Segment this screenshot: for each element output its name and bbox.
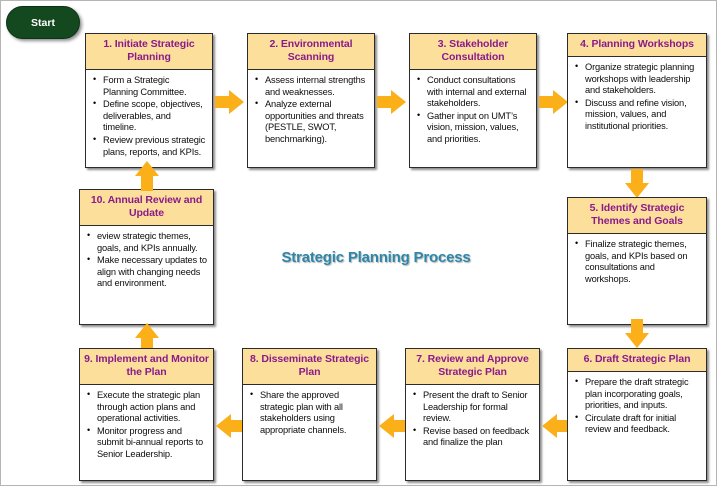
process-node-9[interactable]: 9. Implement and Monitor the Plan Execut…: [79, 348, 214, 481]
process-node-3-title: 3. Stakeholder Consultation: [410, 34, 536, 70]
process-node-6-bullets: Prepare the draft strategic plan incorpo…: [568, 372, 706, 480]
bullet-item: Organize strategic planning workshops wi…: [575, 61, 700, 97]
process-node-7-title: 7. Review and Approve Strategic Plan: [406, 349, 539, 385]
bullet-item: Gather input on UMT’s vision, mission, v…: [417, 110, 530, 146]
process-node-1[interactable]: 1. Initiate Strategic Planning Form a St…: [85, 33, 213, 168]
bullet-item: Present the draft to Senior Leadership f…: [413, 389, 533, 425]
arrow-node3-to-node4-icon: [539, 90, 569, 114]
process-node-6-title: 6. Draft Strategic Plan: [568, 349, 706, 372]
bullet-item: Prepare the draft strategic plan incorpo…: [575, 376, 700, 412]
process-node-7[interactable]: 7. Review and Approve Strategic Plan Pre…: [405, 348, 540, 481]
process-node-8-title: 8. Disseminate Strategic Plan: [243, 349, 376, 385]
bullet-item: Make necessary updates to align with cha…: [87, 254, 207, 290]
bullet-item: Finalize strategic themes, goals, and KP…: [575, 238, 700, 285]
process-node-1-bullets: Form a Strategic Planning Committee. Def…: [86, 70, 212, 167]
process-node-2[interactable]: 2. Environmental Scanning Assess interna…: [247, 33, 375, 168]
process-node-9-title: 9. Implement and Monitor the Plan: [80, 349, 213, 385]
process-node-2-title: 2. Environmental Scanning: [248, 34, 374, 70]
process-node-5-bullets: Finalize strategic themes, goals, and KP…: [568, 234, 706, 324]
process-node-9-bullets: Execute the strategic plan through actio…: [80, 385, 213, 480]
process-node-5[interactable]: 5. Identify Strategic Themes and Goals F…: [567, 197, 707, 325]
bullet-item: eview strategic themes, goals, and KPIs …: [87, 230, 207, 254]
process-node-8[interactable]: 8. Disseminate Strategic Plan Share the …: [242, 348, 377, 481]
process-node-10-bullets: eview strategic themes, goals, and KPIs …: [80, 226, 213, 324]
process-node-10[interactable]: 10. Annual Review and Update eview strat…: [79, 189, 214, 325]
arrow-node5-to-node6-icon: [625, 319, 649, 349]
arrow-node1-to-node2-icon: [215, 90, 245, 114]
process-node-8-bullets: Share the approved strategic plan with a…: [243, 385, 376, 480]
process-node-5-title: 5. Identify Strategic Themes and Goals: [568, 198, 706, 234]
process-node-6[interactable]: 6. Draft Strategic Plan Prepare the draf…: [567, 348, 707, 481]
diagram-center-title: Strategic Planning Process: [281, 249, 471, 266]
process-node-10-title: 10. Annual Review and Update: [80, 190, 213, 226]
bullet-item: Revise based on feedback and finalize th…: [413, 425, 533, 449]
bullet-item: Form a Strategic Planning Committee.: [93, 74, 206, 98]
bullet-item: Monitor progress and submit bi-annual re…: [87, 425, 207, 461]
process-node-3-bullets: Conduct consultations with internal and …: [410, 70, 536, 167]
process-node-7-bullets: Present the draft to Senior Leadership f…: [406, 385, 539, 480]
arrow-node4-to-node5-icon: [625, 169, 649, 199]
process-node-2-bullets: Assess internal strengths and weaknesses…: [248, 70, 374, 167]
process-node-1-title: 1. Initiate Strategic Planning: [86, 34, 212, 70]
bullet-item: Execute the strategic plan through actio…: [87, 389, 207, 425]
bullet-item: Analyze external opportunities and threa…: [255, 98, 368, 145]
bullet-item: Define scope, objectives, deliverables, …: [93, 98, 206, 134]
start-node[interactable]: Start: [6, 6, 80, 39]
bullet-item: Share the approved strategic plan with a…: [250, 389, 370, 436]
process-node-4-bullets: Organize strategic planning workshops wi…: [568, 57, 706, 167]
bullet-item: Discuss and refine vision, mission, valu…: [575, 97, 700, 133]
arrow-node10-to-node1-icon: [135, 161, 159, 191]
bullet-item: Conduct consultations with internal and …: [417, 74, 530, 110]
process-node-4-title: 4. Planning Workshops: [568, 34, 706, 57]
arrow-node2-to-node3-icon: [377, 90, 407, 114]
bullet-item: Assess internal strengths and weaknesses…: [255, 74, 368, 98]
process-node-3[interactable]: 3. Stakeholder Consultation Conduct cons…: [409, 33, 537, 168]
process-node-4[interactable]: 4. Planning Workshops Organize strategic…: [567, 33, 707, 168]
start-node-label: Start: [31, 16, 55, 29]
bullet-item: Circulate draft for initial review and f…: [575, 412, 700, 436]
bullet-item: Review previous strategic plans, reports…: [93, 134, 206, 158]
